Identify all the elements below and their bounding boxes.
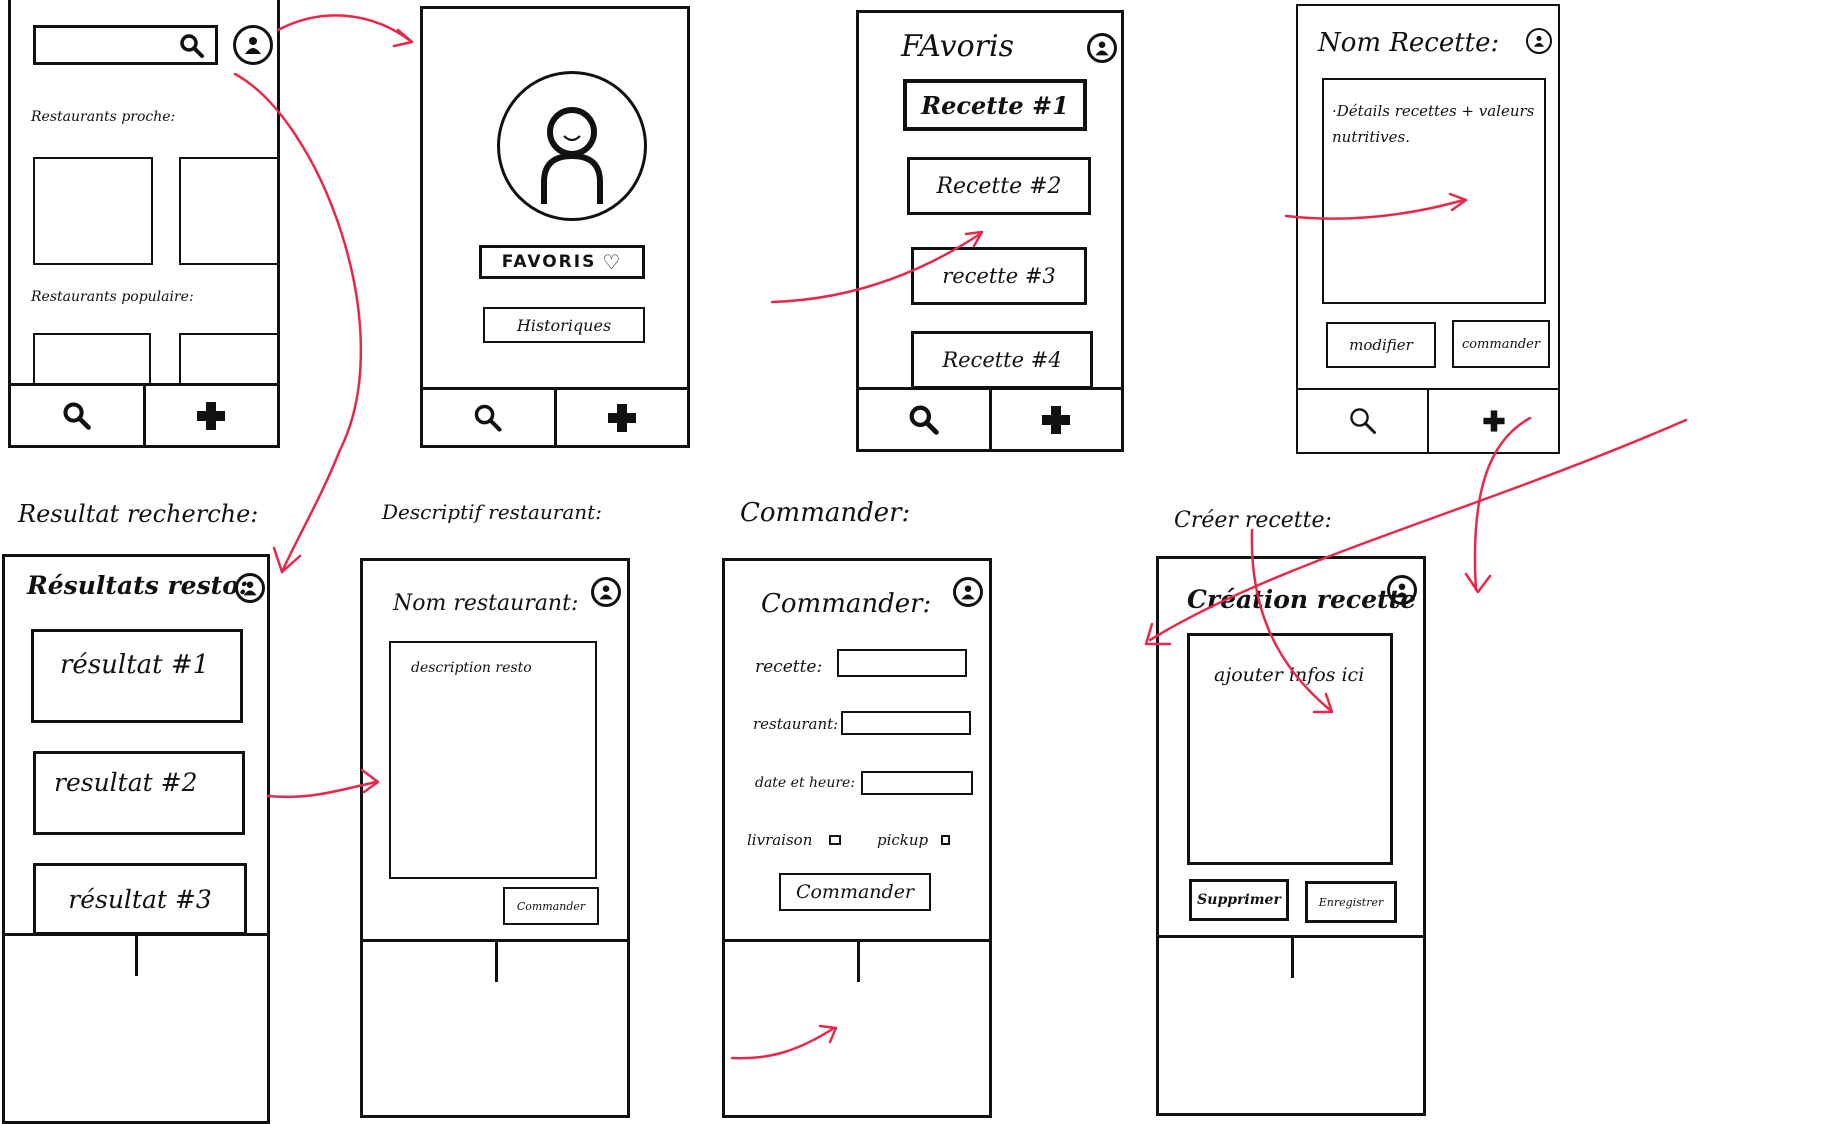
nav-search-button[interactable] (11, 386, 143, 445)
nav-search-button[interactable] (859, 390, 989, 449)
search-icon (474, 404, 502, 432)
user-avatar-icon (243, 581, 257, 596)
recipe-screen: Nom Recette: ·Détails recettes + valeurs… (1296, 4, 1560, 454)
popular-restaurants-label: Restaurants populaire: (31, 289, 194, 305)
create-recipe-label: Créer recette: (1174, 508, 1332, 533)
home-screen: Restaurants proche: Restaurants populair… (8, 0, 280, 448)
bottom-nav-partial (363, 939, 627, 982)
nearby-restaurant-card[interactable] (33, 157, 153, 265)
nav-add-button[interactable] (988, 390, 1122, 449)
page-title: FAvoris (901, 29, 1014, 64)
page-title: Commander: (761, 589, 932, 619)
favorites-button[interactable]: FAVORIS ♡ (479, 245, 645, 279)
profile-avatar-button[interactable] (591, 577, 621, 607)
result-item[interactable]: résultat #3 (33, 863, 247, 935)
profile-avatar-button[interactable] (1526, 28, 1552, 54)
restaurant-field[interactable] (841, 711, 971, 735)
order-screen: Commander: recette: restaurant: date et … (722, 558, 992, 1118)
search-icon (1349, 408, 1376, 434)
nearby-restaurants-label: Restaurants proche: (31, 109, 176, 125)
arrow-profile-to-profile (276, 14, 414, 44)
user-avatar-icon (1533, 35, 1545, 47)
bottom-nav (11, 383, 277, 445)
page-title: Nom restaurant: (393, 591, 579, 616)
nav-search-button[interactable] (423, 390, 554, 445)
datetime-field-label: date et heure: (755, 775, 856, 791)
user-avatar-icon (245, 37, 261, 54)
bottom-nav-partial (5, 933, 267, 976)
favorite-item[interactable]: recette #3 (911, 247, 1087, 305)
recipe-field-label: recette: (755, 657, 823, 677)
modify-button[interactable]: modifier (1326, 322, 1436, 368)
recipe-info-box[interactable]: ajouter infos ici (1187, 633, 1393, 865)
favorite-item[interactable]: Recette #2 (907, 157, 1091, 215)
nav-add-button[interactable] (553, 390, 688, 445)
user-avatar-icon (1395, 583, 1409, 598)
bottom-nav (1298, 388, 1558, 452)
save-button[interactable]: Enregistrer (1305, 881, 1397, 923)
delivery-label: livraison (747, 831, 813, 849)
search-icon (180, 34, 204, 58)
page-title: Résultats resto: (27, 571, 249, 600)
search-bar[interactable] (33, 25, 218, 65)
nav-add-button[interactable] (142, 386, 278, 445)
bottom-nav (859, 387, 1121, 449)
delivery-checkbox[interactable] (829, 835, 841, 845)
plus-icon (1042, 405, 1071, 434)
nav-search-button[interactable] (1298, 390, 1427, 452)
order-button[interactable]: commander (1452, 320, 1550, 368)
nearby-restaurant-card[interactable] (179, 157, 277, 265)
profile-avatar-button[interactable] (1087, 33, 1117, 63)
search-results-screen: Résultats resto: résultat #1 resultat #2… (2, 554, 270, 1124)
search-results-label: Resultat recherche: (18, 500, 259, 528)
order-button[interactable]: Commander (503, 887, 599, 925)
user-avatar-icon (541, 107, 603, 204)
favorite-item[interactable]: Recette #4 (911, 331, 1093, 389)
page-title: Création recette (1187, 585, 1416, 614)
recipe-details-box: ·Détails recettes + valeurs nutritives. (1322, 78, 1546, 304)
description-box: description resto (389, 641, 597, 879)
bottom-nav-partial (725, 939, 989, 982)
favorites-screen: FAvoris Recette #1 Recette #2 recette #3… (856, 10, 1124, 452)
search-icon (63, 401, 91, 430)
result-item[interactable]: résultat #1 (31, 629, 243, 723)
result-item[interactable]: resultat #2 (33, 751, 245, 835)
restaurant-description-label: Descriptif restaurant: (382, 500, 602, 524)
plus-icon (607, 403, 636, 432)
favorite-item[interactable]: Recette #1 (903, 79, 1087, 131)
profile-avatar-button[interactable] (953, 577, 983, 607)
search-icon (909, 405, 939, 435)
user-avatar-icon (599, 585, 613, 600)
order-label: Commander: (740, 498, 911, 528)
profile-avatar (497, 71, 647, 221)
profile-avatar-button[interactable] (1387, 575, 1417, 605)
profile-screen: FAVORIS ♡ Historiques (420, 6, 690, 448)
plus-icon (1482, 410, 1505, 432)
plus-icon (197, 401, 226, 430)
submit-order-button[interactable]: Commander (779, 873, 931, 911)
page-title: Nom Recette: (1318, 28, 1500, 58)
user-avatar-icon (1095, 41, 1109, 56)
user-avatar-icon (961, 585, 975, 600)
profile-avatar-button[interactable] (235, 573, 265, 603)
history-button[interactable]: Historiques (483, 307, 645, 343)
heart-icon: ♡ (602, 250, 623, 274)
bottom-nav (423, 387, 687, 445)
restaurant-field-label: restaurant: (753, 715, 839, 733)
nav-add-button[interactable] (1427, 390, 1558, 452)
profile-avatar-button[interactable] (233, 25, 273, 65)
restaurant-screen: Nom restaurant: description resto Comman… (360, 558, 630, 1118)
pickup-label: pickup (877, 831, 929, 849)
datetime-field[interactable] (861, 771, 973, 795)
bottom-nav-partial (1159, 935, 1423, 978)
recipe-field[interactable] (837, 649, 967, 677)
delete-button[interactable]: Supprimer (1189, 879, 1289, 921)
pickup-checkbox[interactable] (941, 835, 950, 845)
create-recipe-screen: Création recette ajouter infos ici Suppr… (1156, 556, 1426, 1116)
